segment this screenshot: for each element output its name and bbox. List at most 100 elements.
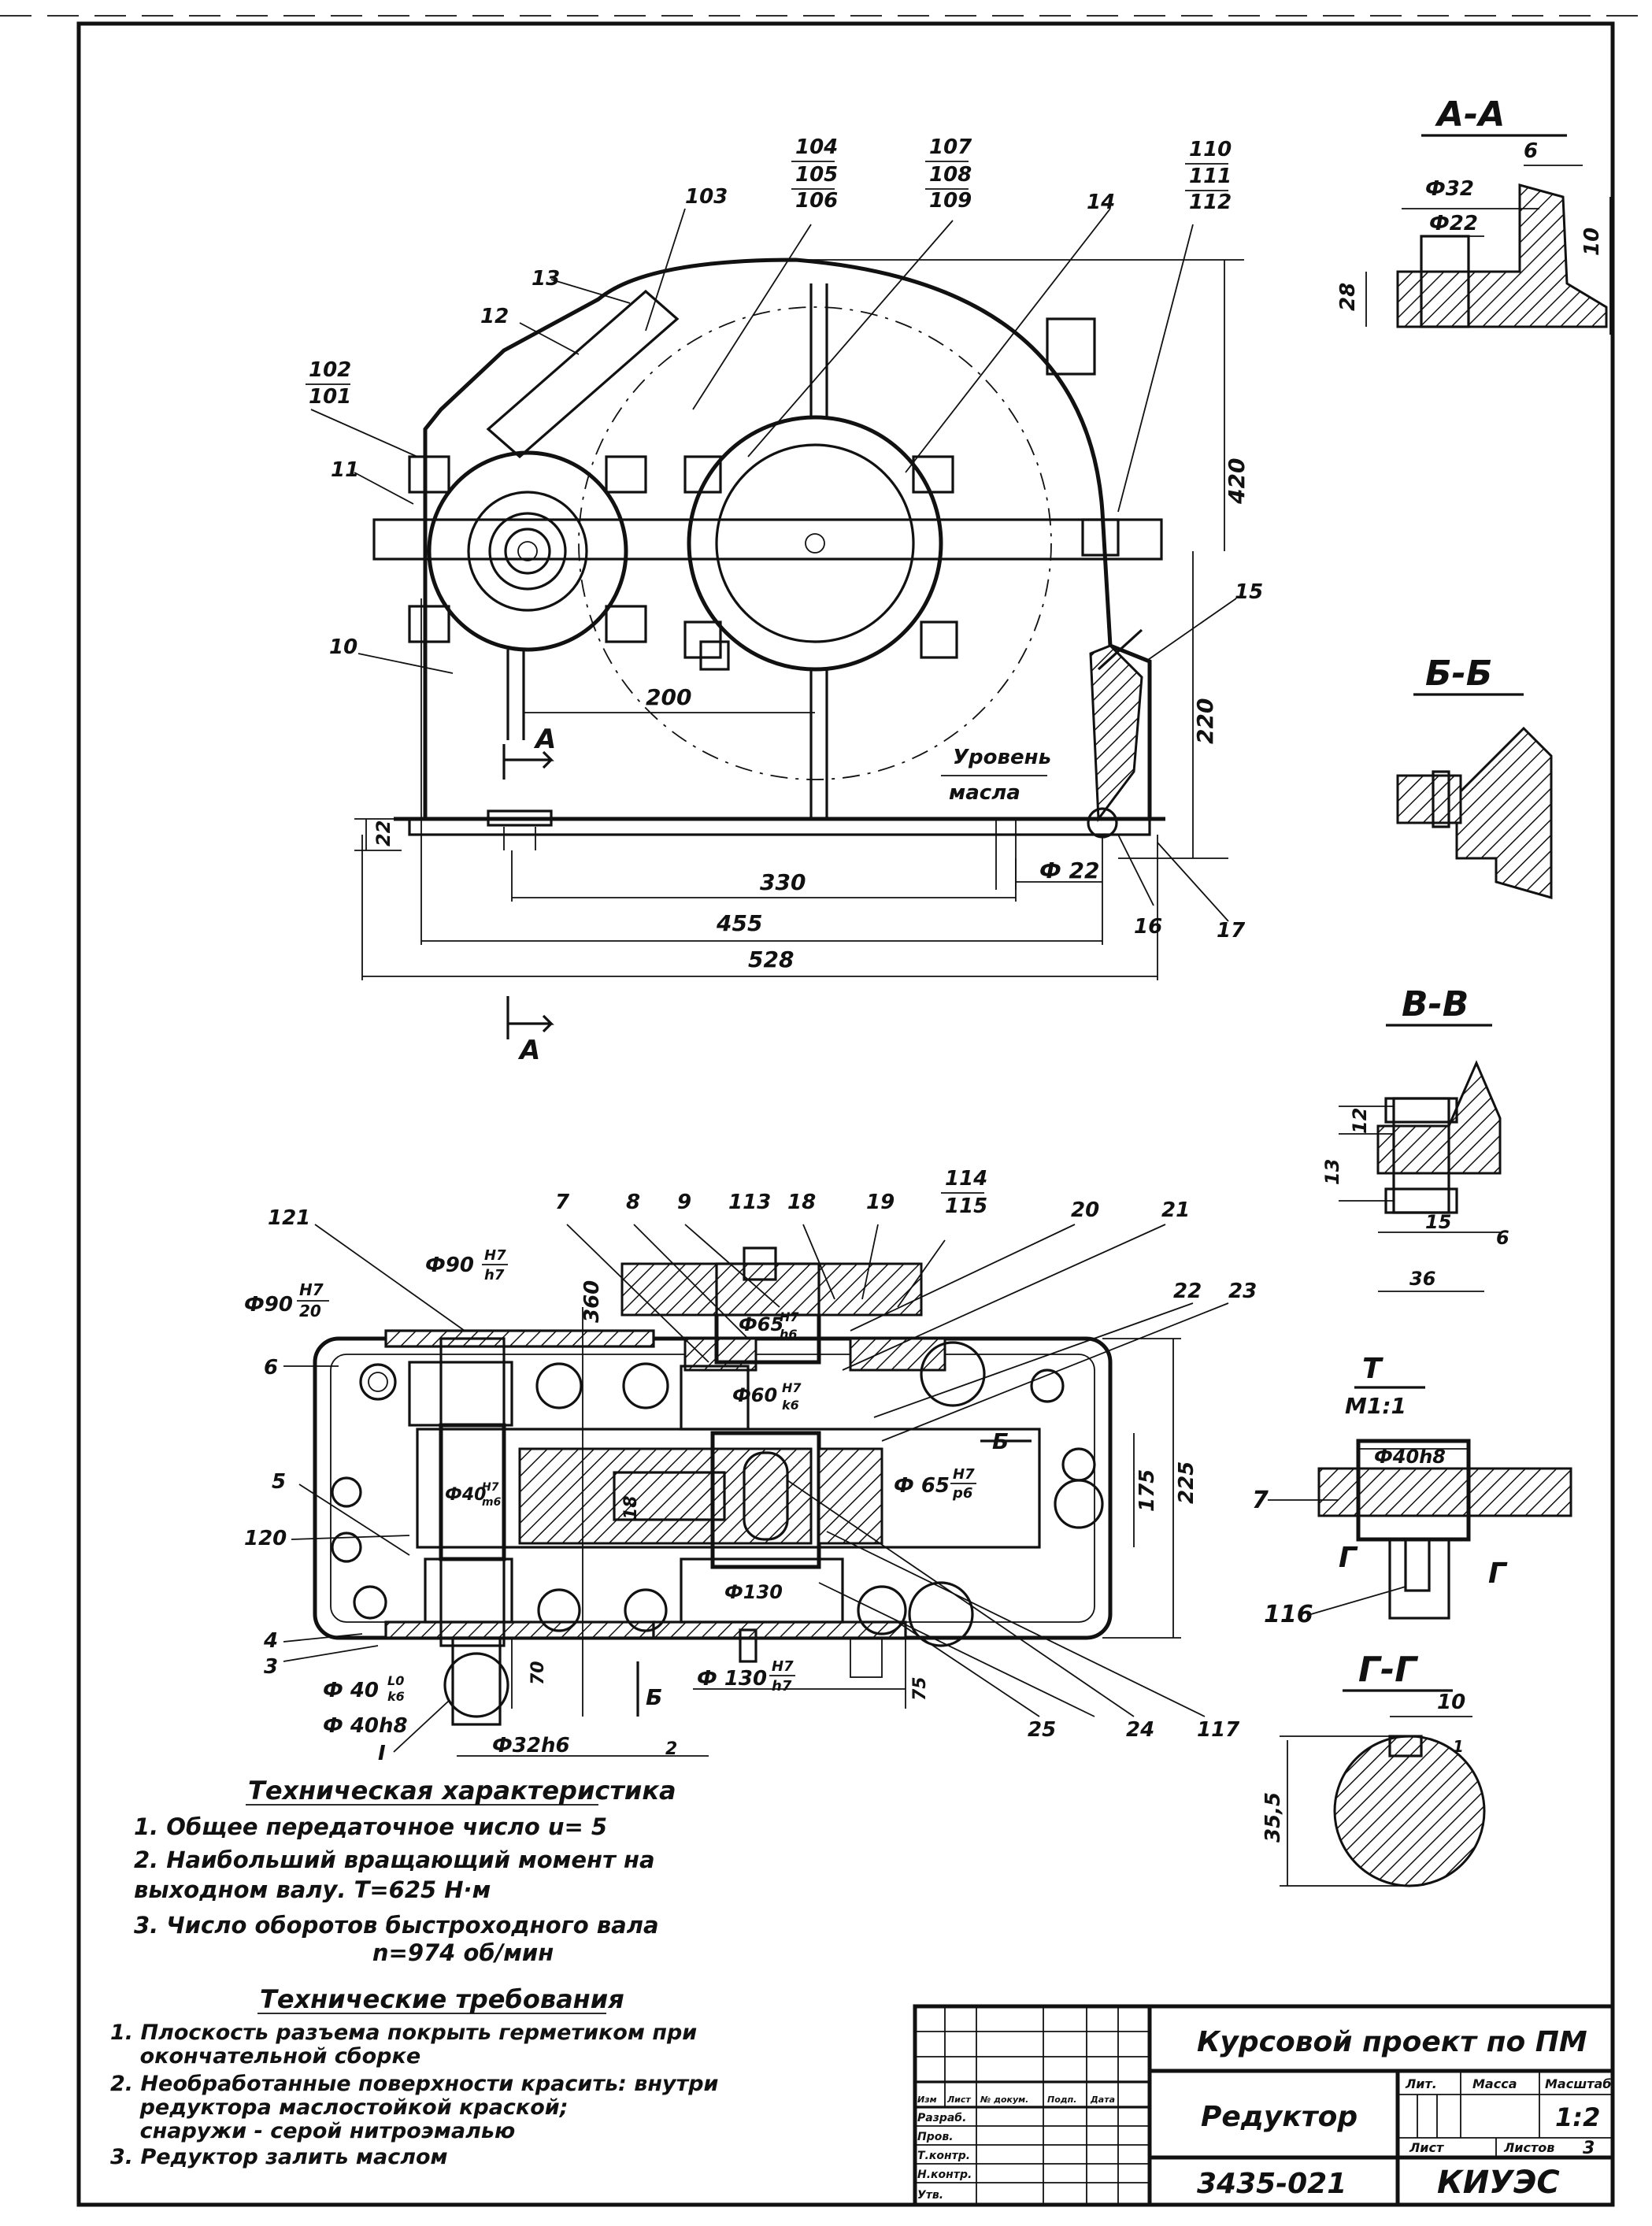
tech-char-line-1: 1. Общее передаточное число u= 5: [134, 1813, 607, 1840]
technical-characteristics: Техническая характеристика 1. Общее пере…: [134, 1776, 676, 1966]
section-vv-title: В-В: [1402, 984, 1469, 1024]
tb-role-3: Т.контр.: [917, 2150, 970, 2162]
vv-12: 12: [1349, 1108, 1371, 1134]
callout-25: 25: [1028, 1718, 1056, 1742]
callout-114: 114: [945, 1167, 987, 1191]
t-callout-116: 116: [1264, 1601, 1313, 1628]
title-block: Изм Лист № докум. Подп. Дата Разраб. Про…: [913, 2004, 1615, 2207]
tb-sheets-value: 3: [1583, 2139, 1595, 2158]
callout-17: 17: [1217, 919, 1246, 943]
dim-175: 175: [1135, 1469, 1159, 1512]
callout-120: 120: [244, 1527, 287, 1550]
callout-108: 108: [929, 163, 972, 187]
svg-text:Ф 40: Ф 40: [323, 1679, 379, 1702]
dim-75: 75: [910, 1676, 930, 1701]
fit-f65-h7-h6: Ф65 H7 h6: [739, 1309, 799, 1342]
tb-sheets-label: Листов: [1503, 2140, 1554, 2155]
oil-level-label: Уровень: [953, 746, 1051, 769]
svg-text:h7: h7: [484, 1267, 505, 1283]
section-mark-b-right: Б: [992, 1428, 1009, 1454]
tb-col-lit: Лит.: [1405, 2076, 1437, 2091]
callout-22: 22: [1173, 1280, 1202, 1303]
fit-f40h8: Ф 40h8: [323, 1714, 408, 1738]
dim-455: 455: [716, 910, 762, 936]
svg-text:Ф90: Ф90: [244, 1293, 293, 1317]
fit-f130: Ф130: [724, 1581, 783, 1603]
tb-sheet-label: Лист: [1409, 2140, 1445, 2155]
svg-text:Ф65: Ф65: [739, 1313, 783, 1335]
callout-111: 111: [1189, 165, 1232, 188]
svg-text:Ф40: Ф40: [445, 1485, 486, 1505]
callout-9: 9: [677, 1191, 691, 1214]
callout-117: 117: [1197, 1718, 1240, 1742]
tech-char-line-4: 3. Число оборотов быстроходного вала: [134, 1912, 659, 1939]
vv-15: 15: [1425, 1211, 1451, 1233]
section-aa-title: А-А: [1435, 94, 1505, 135]
tb-org: КИУЭС: [1437, 2165, 1560, 2201]
fit-f65-h7-p6: Ф 65 H7 p6: [894, 1466, 976, 1502]
fit-f40-h7-m6: Ф40 H7 m6: [445, 1481, 502, 1509]
oil-level-label-2: масла: [949, 781, 1020, 805]
callout-105: 105: [795, 163, 838, 187]
dim-70: 70: [528, 1661, 548, 1685]
aa-6: 6: [1524, 139, 1538, 163]
gg-35-5: 35,5: [1261, 1792, 1285, 1843]
svg-text:H7: H7: [299, 1280, 324, 1299]
tech-char-line-3: выходном валу. T=625 Н·м: [134, 1876, 491, 1903]
svg-text:h6: h6: [780, 1327, 798, 1342]
tech-req-line-4: редуктора маслостойкой краской;: [110, 2095, 569, 2120]
section-t-scale: М1:1: [1345, 1393, 1406, 1419]
callout-18: 18: [787, 1191, 816, 1214]
section-mark-a-upper: А: [533, 724, 556, 755]
tech-req-line-6: 3. Редуктор залить маслом: [110, 2145, 448, 2169]
aa-28: 28: [1336, 283, 1360, 311]
callout-5: 5: [272, 1470, 286, 1494]
svg-text:H7: H7: [482, 1481, 499, 1494]
fit-f32h6: Ф32h6: [492, 1734, 570, 1757]
dim-200: 200: [646, 684, 691, 710]
callout-21: 21: [1161, 1198, 1190, 1222]
t-phi40h8: Ф40h8: [1374, 1446, 1446, 1468]
svg-text:H7: H7: [780, 1309, 799, 1324]
gg-10: 10: [1437, 1691, 1465, 1714]
callout-6: 6: [264, 1356, 278, 1380]
tb-scale: 1:2: [1555, 2102, 1600, 2132]
callout-19: 19: [866, 1191, 895, 1214]
section-mark-a-lower: А: [517, 1035, 540, 1066]
callout-3: 3: [264, 1655, 278, 1679]
t-g-left: Г: [1339, 1542, 1358, 1574]
callout-110: 110: [1189, 138, 1232, 161]
svg-text:Ф 65: Ф 65: [894, 1474, 950, 1498]
dim-22-vertical: 22: [372, 820, 394, 846]
tech-char-line-2: 2. Наибольший вращающий момент на: [134, 1846, 655, 1873]
section-t-title: Т: [1362, 1353, 1383, 1385]
svg-text:Ф60: Ф60: [732, 1384, 777, 1406]
callout-14: 14: [1087, 191, 1115, 214]
fit-f130-h7-h7: Ф 130 H7 h7: [697, 1658, 795, 1695]
dim-phi22: Ф 22: [1039, 857, 1099, 883]
svg-text:H7: H7: [782, 1380, 802, 1395]
svg-text:Ф90: Ф90: [425, 1254, 474, 1277]
tech-req-title: Технические требования: [260, 1984, 624, 2014]
aa-10: 10: [1580, 228, 1604, 256]
callout-8: 8: [626, 1191, 640, 1214]
callout-13: 13: [532, 267, 560, 291]
tb-col-scale: Масштаб: [1545, 2076, 1611, 2091]
tb-col-izm: Изм: [917, 2095, 937, 2105]
tech-char-line-5: n=974 об/мин: [134, 1939, 554, 1966]
vv-36: 36: [1409, 1268, 1435, 1290]
dim-2: 2: [665, 1739, 677, 1759]
fit-f60: Ф60 H7 k6: [732, 1380, 802, 1413]
aa-phi22: Ф22: [1429, 212, 1478, 235]
callout-115: 115: [945, 1194, 987, 1218]
svg-text:k6: k6: [387, 1689, 405, 1704]
dim-528: 528: [748, 946, 794, 972]
section-gg-title: Г-Г: [1358, 1650, 1418, 1690]
callout-7: 7: [555, 1191, 570, 1214]
tb-code: 3435-021: [1197, 2168, 1346, 2200]
tb-col-doc: № докум.: [980, 2095, 1028, 2105]
tb-role-1: Разраб.: [917, 2112, 966, 2124]
callout-23: 23: [1228, 1280, 1257, 1303]
vv-6: 6: [1496, 1227, 1509, 1249]
callout-12: 12: [480, 305, 509, 328]
